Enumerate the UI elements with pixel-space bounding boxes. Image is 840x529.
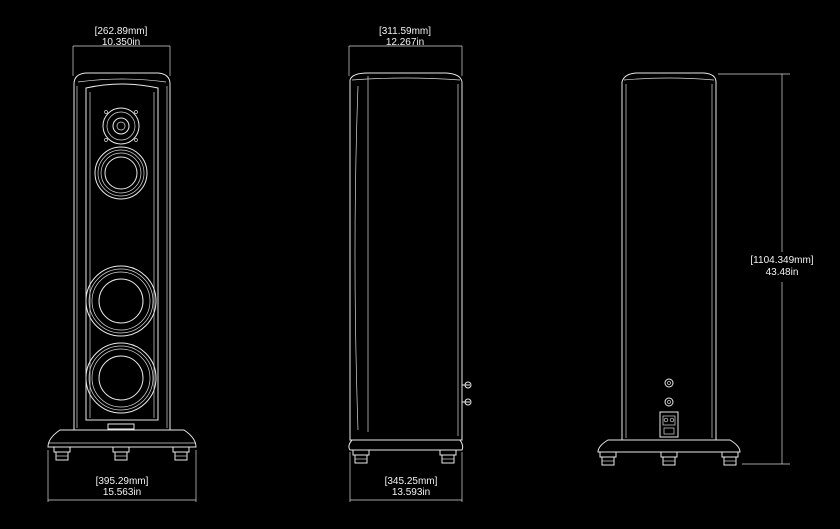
side-bottom-dimension: [345.25mm] 13.593in xyxy=(349,452,463,502)
front-nameplate xyxy=(107,423,135,430)
rear-terminal-plate xyxy=(659,411,679,438)
rear-view: [1104.349mm] 43.48in xyxy=(597,72,820,466)
side-top-mm: [311.59mm] xyxy=(379,26,431,37)
tweeter xyxy=(102,107,140,145)
height-dimension: [1104.349mm] 43.48in xyxy=(718,73,820,465)
front-feet xyxy=(53,446,190,461)
side-binding-posts xyxy=(462,381,472,406)
front-view: [262.89mm] 10.350in xyxy=(47,26,197,502)
side-top-in: 12.267in xyxy=(386,37,424,48)
height-mm: [1104.349mm] xyxy=(750,255,813,266)
front-cabinet xyxy=(73,72,171,431)
woofer-lower xyxy=(85,342,157,414)
front-top-dimension: [262.89mm] 10.350in xyxy=(72,26,171,76)
front-bottom-dimension: [395.29mm] 15.563in xyxy=(47,450,197,502)
side-feet xyxy=(352,449,457,464)
woofer-upper xyxy=(85,265,157,337)
front-baffle xyxy=(85,83,159,421)
rear-feet xyxy=(599,451,739,466)
side-cabinet xyxy=(349,72,463,441)
midrange-driver xyxy=(94,146,148,200)
side-view: [311.59mm] 12.267in [345.25 xyxy=(348,26,472,502)
rear-binding-posts xyxy=(664,378,674,407)
front-top-in: 10.350in xyxy=(102,37,140,48)
front-top-mm: [262.89mm] xyxy=(95,26,148,37)
front-plinth xyxy=(47,429,197,448)
rear-cabinet xyxy=(621,72,717,441)
side-bottom-in: 13.593in xyxy=(392,487,430,498)
height-in: 43.48in xyxy=(766,267,799,278)
front-bottom-mm: [395.29mm] xyxy=(96,476,149,487)
side-top-dimension: [311.59mm] 12.267in xyxy=(348,26,463,76)
side-bottom-mm: [345.25mm] xyxy=(385,476,438,487)
rear-plinth xyxy=(597,439,741,453)
front-bottom-in: 15.563in xyxy=(103,487,141,498)
side-plinth xyxy=(348,439,464,451)
